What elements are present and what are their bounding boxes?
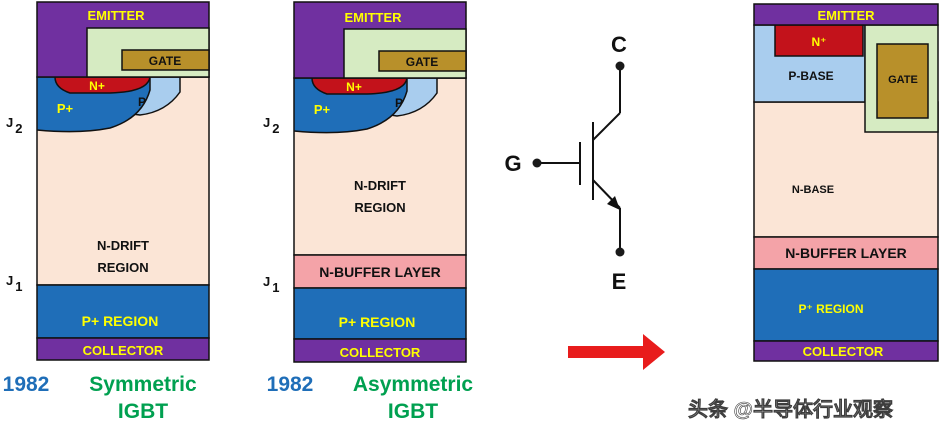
- pplus-label-2: P+: [314, 102, 331, 117]
- drift-label-2b: REGION: [354, 200, 405, 215]
- collector-label-1: COLLECTOR: [83, 343, 164, 358]
- year-label-2: 1982: [267, 373, 314, 396]
- n-buffer-layer-3: [753, 236, 939, 270]
- title-label-1a: Symmetric: [89, 373, 197, 396]
- n-buffer-label-3: N-BUFFER LAYER: [785, 245, 907, 261]
- p-region-label-2: P+ REGION: [339, 314, 416, 330]
- gate-electrode-3: [876, 43, 929, 119]
- collector-label-2: COLLECTOR: [340, 345, 421, 360]
- gate-label-1: GATE: [149, 54, 181, 68]
- p-region-label-1: P+ REGION: [82, 313, 159, 329]
- symbol-emitter-label: E: [612, 269, 627, 294]
- igbt-circuit-symbol: [537, 66, 621, 252]
- collector-label-3: COLLECTOR: [803, 344, 884, 359]
- p-region-1: [36, 284, 210, 339]
- collector-terminal-dot: [615, 61, 625, 71]
- emitter-contact-3: [753, 3, 939, 26]
- device-trench-gate-igbt: EMITTER N⁺ P-BASE GATE N-BASE N-BUFFER L…: [753, 3, 939, 362]
- n-buffer-label-2: N-BUFFER LAYER: [319, 264, 441, 280]
- collector-contact-2: [293, 338, 467, 363]
- n-buffer-layer-2: [293, 254, 467, 289]
- nplus-label-3: N⁺: [812, 35, 827, 49]
- p-region-2: [293, 287, 467, 340]
- symbol-gate-label: G: [504, 151, 521, 176]
- right-arrow-icon: [568, 334, 665, 370]
- nplus-label-2: N+: [346, 80, 362, 94]
- gate-electrode-1: [121, 49, 210, 71]
- title-label-2a: Asymmetric: [353, 373, 474, 396]
- p-label-1: P: [138, 95, 146, 109]
- gate-label-2: GATE: [406, 55, 438, 69]
- pplus-label-1: P+: [57, 101, 74, 116]
- drift-label-1a: N-DRIFT: [97, 238, 149, 253]
- drift-label-1b: REGION: [97, 260, 148, 275]
- drift-label-2a: N-DRIFT: [354, 178, 406, 193]
- emitter-terminal-dot: [615, 247, 625, 257]
- symbol-collector-label: C: [611, 32, 627, 57]
- collector-diagonal: [592, 112, 621, 141]
- title-label-2b: IGBT: [388, 400, 438, 423]
- year-label-1: 1982: [3, 373, 50, 396]
- nplus-region-3: [774, 24, 864, 57]
- p-base-label-3: P-BASE: [788, 69, 833, 83]
- nplus-label-1: N+: [89, 79, 105, 93]
- emitter-label-3: EMITTER: [817, 8, 875, 23]
- emitter-arrow-icon: [607, 196, 620, 210]
- nplus-region-2: [311, 77, 408, 95]
- emitter-label-2: EMITTER: [344, 10, 402, 25]
- gate-terminal-dot: [532, 158, 542, 168]
- gate-label-3: GATE: [888, 74, 918, 86]
- watermark-text: 头条 @半导体行业观察: [688, 397, 894, 421]
- nplus-region-1: [54, 76, 151, 94]
- collector-contact-1: [36, 337, 210, 361]
- emitter-label-1: EMITTER: [87, 8, 145, 23]
- gate-electrode-2: [378, 50, 467, 72]
- n-base-label-3: N-BASE: [792, 184, 834, 196]
- p-region-3: [753, 268, 939, 342]
- title-label-1b: IGBT: [118, 400, 168, 423]
- p-label-2: P: [395, 96, 403, 110]
- collector-contact-3: [753, 340, 939, 362]
- p-region-label-3: P⁺ REGION: [798, 302, 863, 316]
